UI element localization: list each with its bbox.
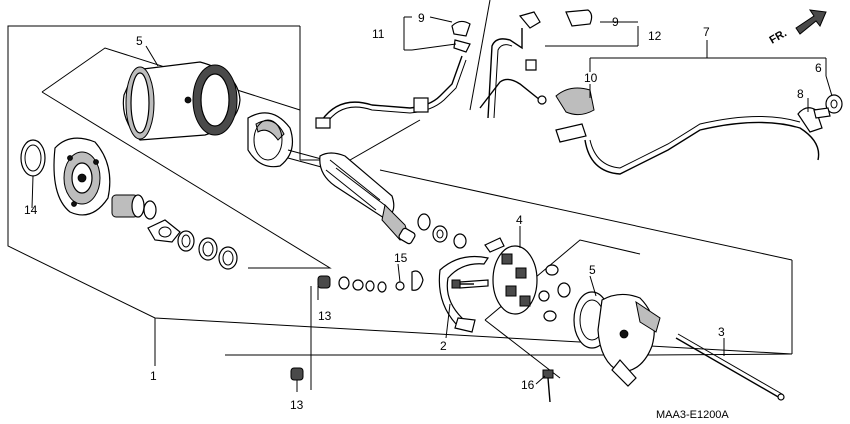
diagram-code: MAA3-E1200A [656, 409, 729, 421]
starter-yoke [122, 61, 241, 141]
front-arrow-icon [795, 9, 827, 35]
callout-14: 14 [24, 203, 38, 217]
callout-16: 16 [521, 378, 535, 392]
callout-2: 2 [440, 339, 447, 353]
battery-cable-7 [555, 87, 843, 175]
armature-washers [417, 213, 467, 249]
callout-3: 3 [718, 325, 725, 339]
front-direction-label: FR. [768, 27, 789, 46]
starter-cable-11 [315, 20, 471, 129]
rear-cover [573, 291, 661, 387]
callout-6: 6 [815, 61, 822, 75]
callout-1: 1 [150, 369, 157, 383]
brush-holder [484, 237, 571, 322]
callout-5-yoke: 5 [136, 34, 143, 48]
callout-labels: 5 14 9 11 9 12 7 10 6 8 4 15 5 13 2 3 1 … [24, 11, 822, 412]
bearing-and-washers [111, 194, 238, 270]
assembly-frame-lines [7, 0, 793, 379]
callout-9-right: 9 [612, 15, 619, 29]
callout-4: 4 [516, 213, 523, 227]
magnet-holder [247, 112, 293, 168]
leader-lines [31, 16, 833, 392]
front-direction-indicator: FR. [768, 9, 827, 47]
front-cover [20, 137, 111, 216]
callout-15: 15 [394, 251, 408, 265]
callout-13-lower: 13 [290, 398, 304, 412]
callout-13-upper: 13 [318, 309, 332, 323]
callout-12: 12 [648, 29, 662, 43]
callout-8: 8 [797, 87, 804, 101]
callout-10: 10 [584, 71, 598, 85]
callout-9-left: 9 [418, 11, 425, 25]
callout-5-rear: 5 [589, 263, 596, 277]
armature [287, 149, 416, 245]
bolt-16 [542, 369, 554, 403]
callout-11: 11 [372, 27, 385, 41]
callout-7: 7 [703, 25, 710, 39]
starter-cable-12 [479, 9, 593, 119]
screw-small [451, 279, 474, 289]
rear-bracket-small-parts [290, 255, 489, 381]
through-bolt [675, 333, 785, 401]
